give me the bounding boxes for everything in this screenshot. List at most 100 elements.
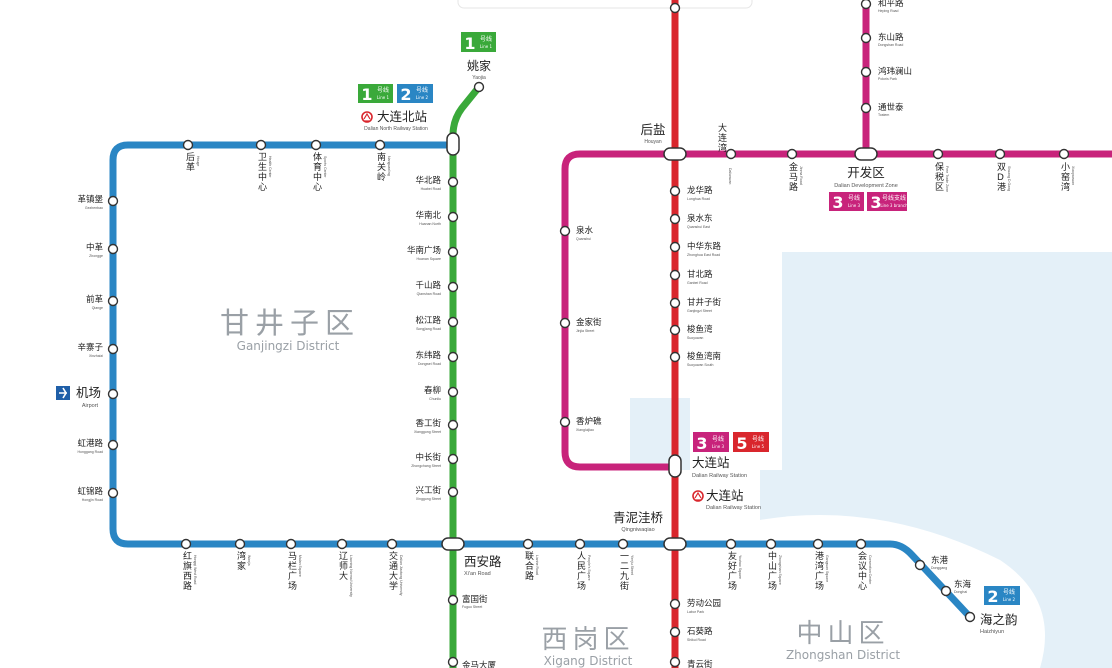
station-dot[interactable]: [447, 656, 459, 668]
station-dot[interactable]: [559, 317, 571, 329]
station-dot[interactable]: [860, 102, 872, 114]
station-dot[interactable]: [447, 316, 459, 328]
svg-text:Quanshui: Quanshui: [576, 237, 591, 241]
station-dot[interactable]: [386, 538, 398, 550]
station-dot[interactable]: [182, 139, 194, 151]
label-lyd-en: Liaoning Normal University: [349, 555, 353, 597]
station-dot[interactable]: [812, 538, 824, 550]
line1: [449, 84, 482, 668]
line1-south-labels: 富国街 Fuguo Street 金马大厦: [462, 594, 497, 668]
station-dot[interactable]: [669, 269, 681, 281]
label-qg: 前革: [86, 294, 104, 305]
station-dot[interactable]: [473, 81, 485, 93]
label-xianlu-en: Xi'an Road: [464, 571, 491, 577]
station-dot[interactable]: [107, 295, 119, 307]
station-dot[interactable]: [617, 538, 629, 550]
station-dot[interactable]: [669, 213, 681, 225]
svg-text:Quanshui East: Quanshui East: [687, 225, 710, 229]
station-dot[interactable]: [765, 538, 777, 550]
station-dot[interactable]: [669, 241, 681, 253]
svg-text:1: 1: [464, 34, 475, 53]
station-dot[interactable]: [107, 343, 119, 355]
station-dot[interactable]: [574, 538, 586, 550]
label-jml: 金马路: [789, 161, 798, 193]
station-dot[interactable]: [285, 538, 297, 550]
station-dot[interactable]: [669, 656, 681, 668]
station-dot[interactable]: [559, 416, 571, 428]
station-dot[interactable]: [932, 148, 944, 160]
station-dot[interactable]: [669, 351, 681, 363]
badge-line1-dalianbei: 1 号线 Line 1: [358, 84, 393, 104]
station-dot[interactable]: [447, 176, 459, 188]
line2-west-labels: 革镇堡 Gezhenbao 中革 Zhongge 前革 Qiange 辛寨子 X…: [77, 194, 103, 502]
station-dot[interactable]: [855, 538, 867, 550]
svg-text:Dongshan Road: Dongshan Road: [878, 43, 903, 47]
station-dot[interactable]: [374, 139, 386, 151]
station-dot[interactable]: [447, 594, 459, 606]
station-dot[interactable]: [860, 32, 872, 44]
label-bsq: 保税区: [935, 161, 944, 193]
station-dot[interactable]: [447, 386, 459, 398]
station-dot[interactable]: [522, 538, 534, 550]
station-dot[interactable]: [725, 538, 737, 550]
label-wj: 湾家: [237, 550, 246, 572]
station-dot[interactable]: [786, 148, 798, 160]
station-dot[interactable]: [107, 243, 119, 255]
station-dot[interactable]: [860, 0, 872, 10]
station-dot[interactable]: [860, 66, 872, 78]
station-dot[interactable]: [107, 487, 119, 499]
railway-station-icon: [361, 111, 373, 123]
station-dot[interactable]: [107, 388, 119, 400]
station-dot[interactable]: [447, 211, 459, 223]
station-dot[interactable]: [107, 195, 119, 207]
label-tyzx: 体育中心: [313, 151, 322, 193]
station-dot[interactable]: [447, 419, 459, 431]
station-dot[interactable]: [669, 626, 681, 638]
label-hngc: 华南广场: [407, 245, 441, 256]
station-dot[interactable]: [447, 351, 459, 363]
station-dot[interactable]: [234, 538, 246, 550]
label-yaojia-en: Yaojia: [472, 75, 486, 81]
label-zg: 中革: [86, 242, 104, 253]
interchange-dalianzhan[interactable]: [668, 454, 682, 478]
station-dot[interactable]: [336, 538, 348, 550]
station-dot[interactable]: [1058, 148, 1070, 160]
station-dot[interactable]: [447, 486, 459, 498]
station-dot[interactable]: [669, 297, 681, 309]
label-hjl: 虹锦路: [77, 486, 103, 497]
station-dot[interactable]: [107, 439, 119, 451]
svg-text:Xiangluijiao: Xiangluijiao: [576, 428, 594, 432]
station-dot[interactable]: [255, 139, 267, 151]
station-dot[interactable]: [994, 148, 1006, 160]
label-xyw: 小窑湾: [1061, 162, 1070, 193]
label-jsxd: 金马大厦: [462, 660, 497, 668]
svg-text:号线: 号线: [752, 435, 764, 443]
station-dot[interactable]: [669, 185, 681, 197]
station-dot[interactable]: [669, 324, 681, 336]
svg-text:Ganjingzi Street: Ganjingzi Street: [687, 309, 712, 313]
label-mlgc-en: Malan Square: [298, 555, 302, 577]
interchange-dalianbei[interactable]: [446, 132, 460, 156]
interchange-xianlu[interactable]: [441, 537, 465, 551]
station-dot[interactable]: [180, 538, 192, 550]
station-dot[interactable]: [669, 2, 681, 14]
station-dot[interactable]: [310, 139, 322, 151]
interchange-kaifaqu[interactable]: [854, 147, 878, 161]
interchange-houyan[interactable]: [663, 147, 687, 161]
interchange-qingniwaqiao[interactable]: [663, 537, 687, 551]
svg-text:Line 5: Line 5: [752, 444, 765, 449]
station-dot[interactable]: [447, 281, 459, 293]
svg-text:Jinjia Street: Jinjia Street: [576, 329, 594, 333]
svg-text:号线: 号线: [377, 86, 389, 94]
svg-text:3: 3: [832, 193, 843, 212]
station-dot[interactable]: [914, 559, 926, 571]
station-dot[interactable]: [669, 598, 681, 610]
station-dot[interactable]: [447, 246, 459, 258]
station-dot[interactable]: [964, 611, 976, 623]
svg-text:Line 3: Line 3: [712, 444, 725, 449]
station-dot[interactable]: [940, 585, 952, 597]
station-dot[interactable]: [447, 453, 459, 465]
station-dot[interactable]: [559, 225, 571, 237]
station-dot[interactable]: [725, 148, 737, 160]
svg-text:Zhongge: Zhongge: [89, 254, 103, 258]
